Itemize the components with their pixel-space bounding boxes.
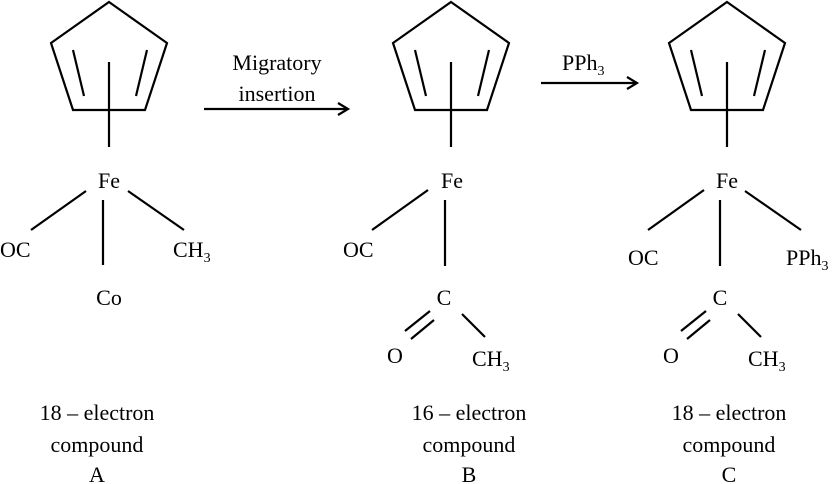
caption-line: C <box>722 462 737 484</box>
arrow-label: PPh3 <box>562 50 604 79</box>
bond <box>737 313 762 338</box>
compound-b: Fe OC C O CH3 16 – electron compound B <box>343 0 527 484</box>
ligand-left: OC <box>628 245 659 270</box>
double-bond <box>686 319 711 340</box>
acyl-methyl: CH3 <box>748 346 786 375</box>
ligand-right: CH3 <box>173 237 211 266</box>
metal-label: Fe <box>716 168 738 193</box>
double-bond <box>410 319 435 340</box>
bond <box>30 190 87 231</box>
arrow-head-icon <box>337 102 351 116</box>
caption-line: 16 – electron <box>412 400 527 425</box>
ligand-bottom: Co <box>96 285 122 310</box>
metal-label: Fe <box>98 168 120 193</box>
arrow-head-icon <box>626 76 640 90</box>
bond <box>744 190 802 231</box>
ligand-left: OC <box>0 237 31 262</box>
bond <box>371 189 429 231</box>
reaction-arrow-1: Migratory insertion <box>204 50 351 116</box>
bond <box>647 189 705 231</box>
cyclopentadienyl-ring <box>49 0 169 149</box>
caption-line: B <box>462 462 477 484</box>
ligand-left: OC <box>343 237 374 262</box>
cyclopentadienyl-ring <box>667 0 787 149</box>
double-bond <box>680 310 707 332</box>
acyl-oxygen: O <box>387 343 403 368</box>
reaction-arrow-2: PPh3 <box>541 50 640 90</box>
bond <box>461 313 486 338</box>
arrow-label: insertion <box>239 81 316 106</box>
ligand-right: PPh3 <box>786 245 828 274</box>
caption-line: compound <box>51 432 144 457</box>
metal-label: Fe <box>441 168 463 193</box>
acyl-carbon: C <box>437 285 452 310</box>
cyclopentadienyl-ring <box>391 0 511 149</box>
caption-line: 18 – electron <box>672 400 787 425</box>
compound-c: Fe OC PPh3 C O CH3 18 – electron compoun… <box>628 0 828 484</box>
acyl-carbon: C <box>713 285 728 310</box>
arrow-label: Migratory <box>232 50 321 75</box>
caption-line: 18 – electron <box>40 400 155 425</box>
acyl-oxygen: O <box>663 343 679 368</box>
caption-line: compound <box>683 432 776 457</box>
acyl-methyl: CH3 <box>472 346 510 375</box>
bond <box>127 190 185 231</box>
double-bond <box>404 310 431 332</box>
caption-line: compound <box>423 432 516 457</box>
caption-line: A <box>89 462 105 484</box>
compound-a: Fe OC CH3 Co 18 – electron compound A <box>0 0 211 484</box>
